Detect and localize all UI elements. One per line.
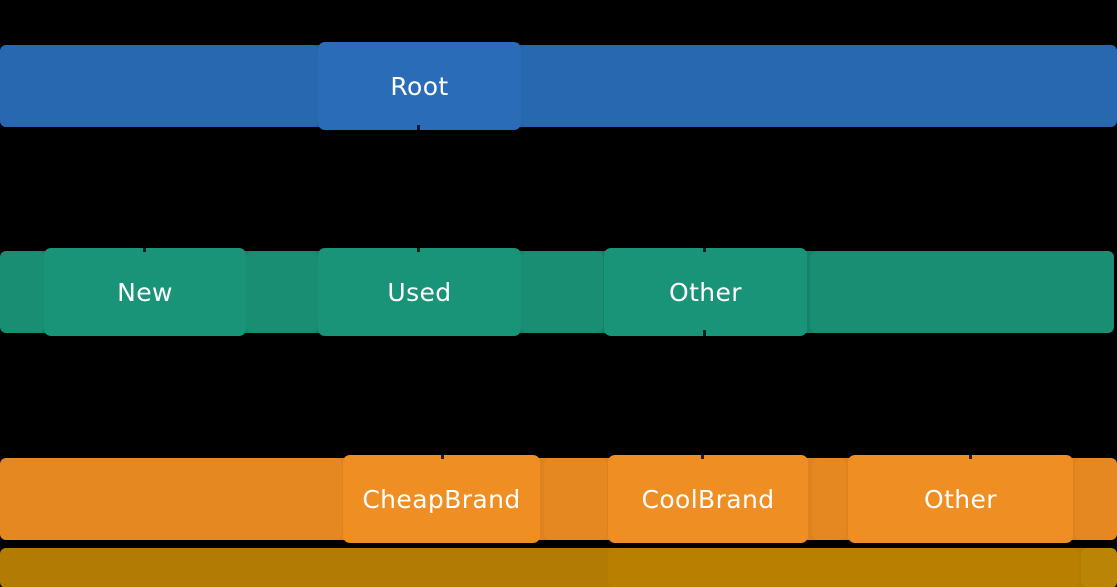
connector-stub (703, 245, 706, 252)
node-label: Other (924, 484, 997, 514)
node-unlabeled-l2-2[interactable] (246, 251, 318, 333)
node-unlabeled-l1-0[interactable] (0, 45, 318, 127)
node-label: CoolBrand (641, 484, 775, 514)
connector-stub (703, 330, 706, 338)
node-unlabeled-l4-0[interactable] (0, 548, 607, 587)
connector-stub (701, 452, 704, 459)
node-label: Other (669, 277, 742, 307)
connector-stub (143, 245, 146, 252)
node-other-l3[interactable]: Other (848, 455, 1073, 543)
node-label: CheapBrand (362, 484, 521, 514)
node-label: Used (387, 277, 452, 307)
node-unlabeled-l3-0[interactable] (0, 458, 342, 540)
node-label: New (117, 277, 173, 307)
node-new-l2[interactable]: New (44, 248, 246, 336)
node-unlabeled-l2-0[interactable] (0, 251, 44, 333)
node-unlabeled-l1-2[interactable] (521, 45, 1117, 127)
node-other-l2[interactable]: Other (604, 248, 807, 336)
node-cheapbrand-l3[interactable]: CheapBrand (343, 455, 540, 543)
node-used-l2[interactable]: Used (318, 248, 521, 336)
node-coolbrand-l3[interactable]: CoolBrand (608, 455, 808, 543)
connector-stub (417, 245, 420, 252)
node-unlabeled-l2-6[interactable] (810, 251, 1114, 333)
node-label: Root (390, 71, 449, 101)
node-unlabeled-l3-2[interactable] (544, 458, 607, 540)
connector-stub (969, 452, 972, 459)
node-unlabeled-l2-4[interactable] (521, 251, 603, 333)
node-unlabeled-l4-1[interactable] (608, 548, 1079, 587)
node-unlabeled-l3-4[interactable] (812, 458, 846, 540)
node-unlabeled-l3-6[interactable] (1075, 458, 1117, 540)
connector-stub (417, 125, 420, 133)
connector-stub (441, 452, 444, 459)
node-root-l1[interactable]: Root (318, 42, 521, 130)
node-unlabeled-l4-2[interactable] (1081, 548, 1117, 587)
